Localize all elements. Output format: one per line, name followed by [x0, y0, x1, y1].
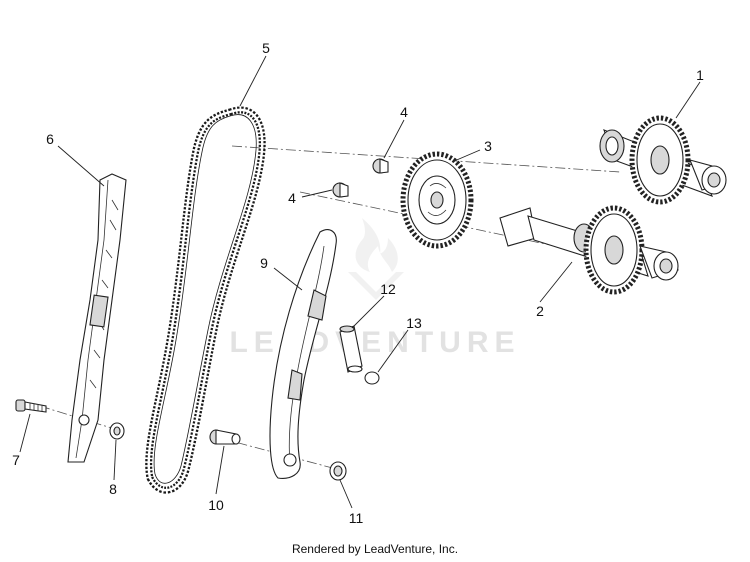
- leader-lines: [19, 55, 701, 509]
- callout-6[interactable]: 6: [46, 131, 54, 147]
- callout-10[interactable]: 10: [208, 497, 224, 513]
- footer-credit: Rendered by LeadVenture, Inc.: [291, 542, 459, 556]
- camshaft-1[interactable]: [599, 115, 727, 205]
- watermark-text: LEADVENTURE: [229, 326, 520, 359]
- callout-7[interactable]: 7: [12, 452, 20, 468]
- watermark-logo: [348, 218, 404, 300]
- washer-8[interactable]: [109, 422, 125, 440]
- camshaft-2[interactable]: [499, 205, 679, 295]
- callout-4-lower[interactable]: 4: [288, 190, 296, 206]
- bolt-4-upper[interactable]: [372, 158, 389, 174]
- callout-11[interactable]: 11: [349, 510, 364, 526]
- washer-11[interactable]: [329, 461, 347, 481]
- callout-12[interactable]: 12: [380, 281, 396, 297]
- callout-1[interactable]: 1: [696, 67, 704, 83]
- o-ring-13[interactable]: [364, 371, 380, 385]
- chain-guide-rail-left[interactable]: [67, 173, 127, 463]
- callout-9[interactable]: 9: [260, 255, 268, 271]
- callout-8[interactable]: 8: [109, 481, 117, 497]
- callout-3[interactable]: 3: [484, 138, 492, 154]
- watermark: LEADVENTURE: [229, 218, 520, 359]
- timing-chain[interactable]: [145, 106, 266, 494]
- bolt-4-lower[interactable]: [332, 182, 349, 198]
- callout-2[interactable]: 2: [536, 303, 544, 319]
- chain-guide-rail-middle[interactable]: [269, 229, 337, 479]
- bolt-7[interactable]: [15, 399, 47, 413]
- callout-4-upper[interactable]: 4: [400, 104, 408, 120]
- tensioner-plunger-12[interactable]: [339, 325, 363, 373]
- callouts: 1 2 3 4 4 5 6 7 8 9 10 11 12 13: [12, 40, 704, 526]
- assembly-axes: [39, 145, 621, 471]
- cam-sprocket-3[interactable]: [400, 151, 474, 249]
- callout-5[interactable]: 5: [262, 40, 270, 56]
- callout-13[interactable]: 13: [406, 315, 422, 331]
- pivot-bolt-10[interactable]: [209, 429, 241, 445]
